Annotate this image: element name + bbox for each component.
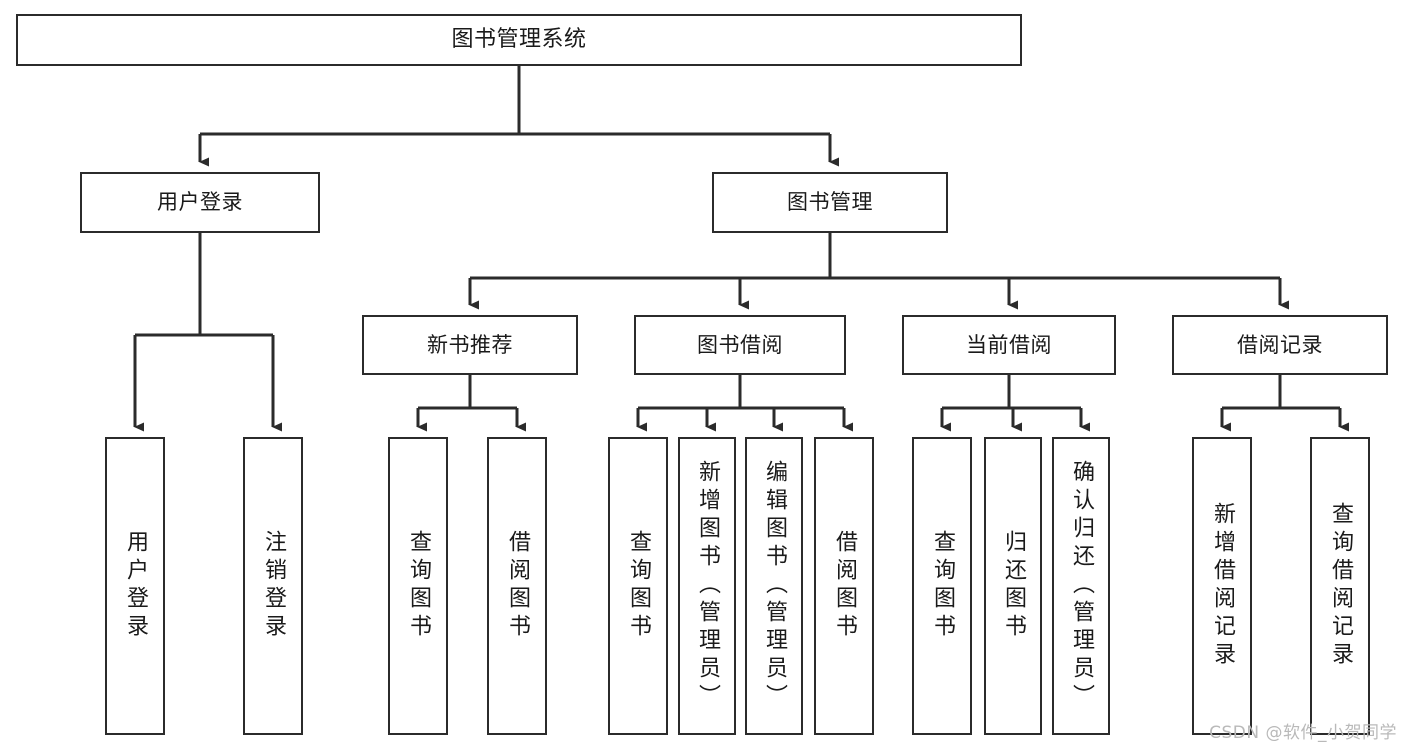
node-leaf-borrow-book-rec[interactable]: 借阅图书 (487, 437, 547, 735)
node-label: 编辑图书（管理员） (762, 460, 787, 712)
node-book-manage[interactable]: 图书管理 (712, 172, 948, 233)
node-label: 新增图书（管理员） (695, 460, 720, 712)
node-label: 查询图书 (626, 530, 651, 642)
node-leaf-add-record[interactable]: 新增借阅记录 (1192, 437, 1252, 735)
node-label: 借阅图书 (505, 530, 530, 642)
node-label: 借阅记录 (1237, 332, 1323, 357)
node-leaf-user-login[interactable]: 用户登录 (105, 437, 165, 735)
node-leaf-confirm-return[interactable]: 确认归还（管理员） (1052, 437, 1110, 735)
node-borrow-record[interactable]: 借阅记录 (1172, 315, 1388, 375)
node-user-login[interactable]: 用户登录 (80, 172, 320, 233)
node-leaf-borrow-book[interactable]: 借阅图书 (814, 437, 874, 735)
node-new-book-rec[interactable]: 新书推荐 (362, 315, 578, 375)
node-leaf-query-record[interactable]: 查询借阅记录 (1310, 437, 1370, 735)
node-leaf-add-book[interactable]: 新增图书（管理员） (678, 437, 736, 735)
node-label: 归还图书 (1001, 530, 1026, 642)
node-leaf-edit-book[interactable]: 编辑图书（管理员） (745, 437, 803, 735)
node-leaf-query-book-rec[interactable]: 查询图书 (388, 437, 448, 735)
node-leaf-query-book-current[interactable]: 查询图书 (912, 437, 972, 735)
node-label: 注销登录 (261, 530, 286, 642)
node-label: 确认归还（管理员） (1069, 460, 1094, 712)
node-label: 借阅图书 (832, 530, 857, 642)
node-label: 用户登录 (123, 530, 148, 642)
node-leaf-return-book[interactable]: 归还图书 (984, 437, 1042, 735)
node-current-borrow[interactable]: 当前借阅 (902, 315, 1116, 375)
node-label: 用户登录 (157, 190, 243, 215)
node-label: 图书管理 (787, 190, 873, 215)
node-label: 查询图书 (406, 530, 431, 642)
node-leaf-logout[interactable]: 注销登录 (243, 437, 303, 735)
node-book-borrow[interactable]: 图书借阅 (634, 315, 846, 375)
node-label: 新增借阅记录 (1210, 502, 1235, 670)
node-label: 查询借阅记录 (1328, 502, 1353, 670)
node-label: 当前借阅 (966, 332, 1052, 357)
node-leaf-query-book-borrow[interactable]: 查询图书 (608, 437, 668, 735)
node-label: 图书借阅 (697, 332, 783, 357)
node-label: 图书管理系统 (451, 27, 587, 53)
node-label: 查询图书 (930, 530, 955, 642)
node-root-system[interactable]: 图书管理系统 (16, 14, 1022, 66)
node-label: 新书推荐 (427, 332, 513, 357)
